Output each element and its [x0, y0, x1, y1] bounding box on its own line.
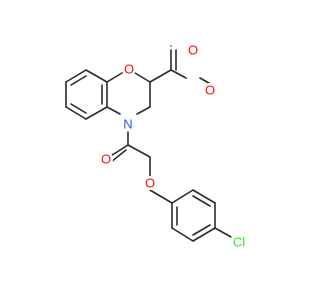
svg-text:Cl: Cl — [233, 235, 245, 250]
atom-nitrogen: N — [121, 117, 135, 132]
svg-text:O: O — [124, 62, 134, 77]
atom-ring-oxygen: O — [122, 62, 136, 77]
svg-text:O: O — [101, 152, 111, 167]
methyl-ester — [149, 45, 215, 87]
atom-ester-carbonyl-oxygen: O — [203, 83, 217, 98]
benzo-ring — [65, 69, 108, 120]
atom-amide-oxygen: O — [99, 152, 113, 167]
svg-text:O: O — [205, 83, 215, 98]
chlorophenyl-ring — [149, 189, 232, 242]
oxazine-ring — [106, 72, 151, 115]
svg-text:N: N — [123, 117, 132, 132]
atom-ether-oxygen: O — [143, 176, 157, 191]
amide-chain — [108, 131, 151, 177]
svg-text:O: O — [188, 43, 198, 58]
atom-ester-oxygen: O — [186, 43, 200, 58]
atom-chlorine: Cl — [230, 233, 248, 251]
svg-text:O: O — [145, 176, 155, 191]
molecule-diagram: O O O N O O Cl — [65, 42, 248, 251]
